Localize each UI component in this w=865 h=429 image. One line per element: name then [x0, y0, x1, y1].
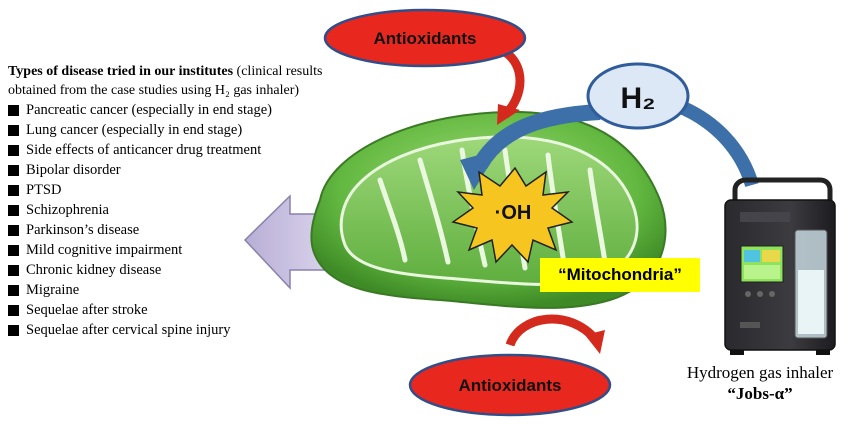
disease-panel: Types of disease tried in our institutes…: [8, 62, 338, 340]
bullet-square-icon: [8, 184, 19, 196]
inhaler-device: [724, 177, 836, 355]
h2-bubble: H₂: [586, 62, 690, 130]
inhaler-name: “Jobs-α”: [727, 384, 793, 403]
list-item: Lung cancer (especially in end stage): [8, 120, 338, 140]
bullet-square-icon: [8, 164, 19, 176]
list-item: PTSD: [8, 180, 338, 200]
mitochondria-label: “Mitochondria”: [540, 258, 700, 292]
list-item: Migraine: [8, 280, 338, 300]
bullet-square-icon: [8, 304, 19, 316]
list-item: Pancreatic cancer (especially in end sta…: [8, 100, 338, 120]
list-item: Sequelae after cervical spine injury: [8, 320, 338, 340]
bullet-square-icon: [8, 124, 19, 136]
antioxidants-top-label: Antioxidants: [374, 29, 477, 48]
oh-starburst: ·OH: [451, 166, 574, 264]
list-item: Bipolar disorder: [8, 160, 338, 180]
disease-heading: Types of disease tried in our institutes…: [8, 62, 338, 100]
bullet-square-icon: [8, 104, 19, 116]
disease-heading-rest: (clinical results obtained from the case…: [8, 64, 323, 98]
list-item: Schizophrenia: [8, 200, 338, 220]
bullet-square-icon: [8, 244, 19, 256]
bullet-square-icon: [8, 144, 19, 156]
bullet-square-icon: [8, 224, 19, 236]
bullet-square-icon: [8, 204, 19, 216]
list-item: Mild cognitive impairment: [8, 240, 338, 260]
oh-label: ·OH: [495, 202, 532, 224]
disease-heading-bold: Types of disease tried in our institutes: [8, 64, 234, 79]
bullet-square-icon: [8, 284, 19, 296]
bullet-square-icon: [8, 324, 19, 336]
h2-to-oh-arrow: [460, 104, 601, 190]
disease-list: Pancreatic cancer (especially in end sta…: [8, 100, 338, 340]
list-item: Chronic kidney disease: [8, 260, 338, 280]
inhaler-to-h2-tube: [673, 98, 759, 188]
antioxidants-top-arrow: [497, 48, 525, 125]
antioxidants-top-bubble: Antioxidants: [323, 8, 527, 68]
inhaler-caption: Hydrogen gas inhaler “Jobs-α”: [660, 362, 860, 404]
list-item: Side effects of anticancer drug treatmen…: [8, 140, 338, 160]
list-item: Sequelae after stroke: [8, 300, 338, 320]
inhaler-caption-line1: Hydrogen gas inhaler: [686, 363, 834, 382]
h2-label: H₂: [621, 82, 656, 115]
antioxidants-bottom-label: Antioxidants: [459, 376, 562, 395]
list-item: Parkinson’s disease: [8, 220, 338, 240]
antioxidants-bottom-bubble: Antioxidants: [408, 353, 612, 417]
antioxidants-bottom-arrow: [505, 314, 605, 354]
bullet-square-icon: [8, 264, 19, 276]
